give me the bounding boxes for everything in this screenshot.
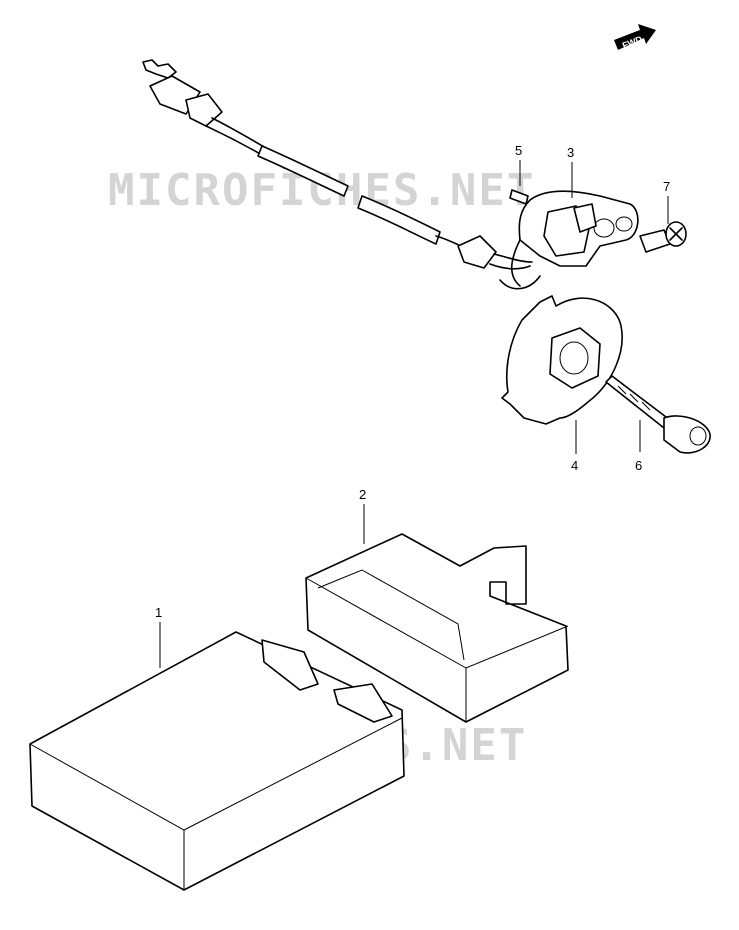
callout-3: 3 <box>567 145 574 160</box>
callout-5: 5 <box>515 143 522 158</box>
callout-6: 6 <box>635 458 642 473</box>
fwd-arrow-icon: FWD <box>614 24 656 51</box>
watermark-top: MICROFICHES.NET <box>108 165 535 216</box>
callout-7: 7 <box>663 179 670 194</box>
pickup-coil-assembly <box>510 190 639 287</box>
signal-rotor <box>501 295 623 425</box>
ecu-cover <box>305 533 569 723</box>
callout-4: 4 <box>571 458 578 473</box>
pin <box>509 189 529 205</box>
leader-lines <box>159 160 669 668</box>
callout-1: 1 <box>155 605 162 620</box>
wire-harness <box>142 59 541 290</box>
screw <box>639 221 687 253</box>
callout-2: 2 <box>359 487 366 502</box>
bolt <box>605 375 711 454</box>
igniter-unit <box>29 631 405 891</box>
